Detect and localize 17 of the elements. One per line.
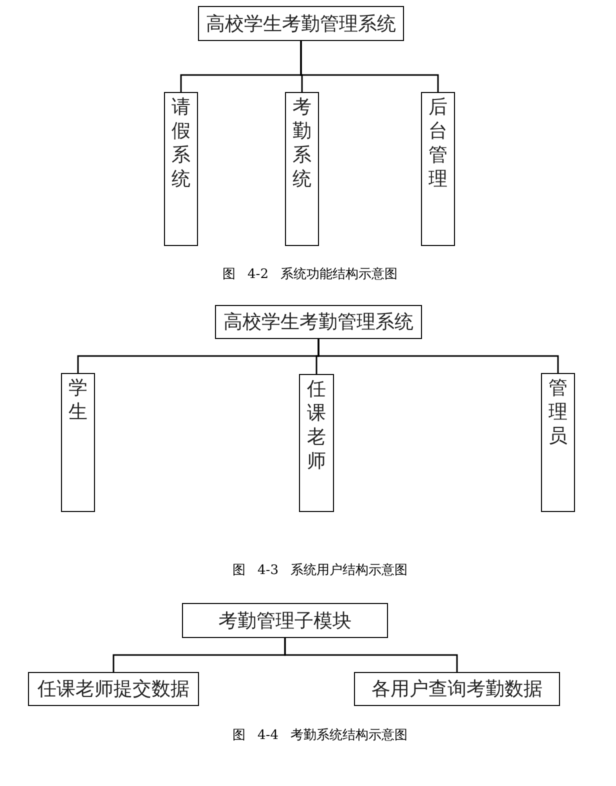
figure-caption: 图 4-4 考勤系统结构示意图 [232,727,408,744]
connector-line [300,41,439,92]
figure-caption: 图 4-2 系统功能结构示意图 [222,266,398,283]
module-box: 各用户查询考勤数据 [354,672,560,706]
system-box: 高校学生考勤管理系统 [215,305,422,339]
module-box: 考勤系统 [285,92,319,246]
system-box: 考勤管理子模块 [182,603,388,638]
connector-line [318,339,559,373]
figure-caption: 图 4-3 系统用户结构示意图 [232,562,408,579]
module-box: 学生 [61,373,95,512]
module-box: 请假系统 [164,92,198,246]
connector-line [284,638,458,672]
module-box: 任课老师 [299,374,334,512]
module-box: 后台管理 [421,92,455,246]
module-box: 任课老师提交数据 [28,672,199,706]
module-box: 管理员 [541,373,575,512]
system-box: 高校学生考勤管理系统 [198,6,404,41]
